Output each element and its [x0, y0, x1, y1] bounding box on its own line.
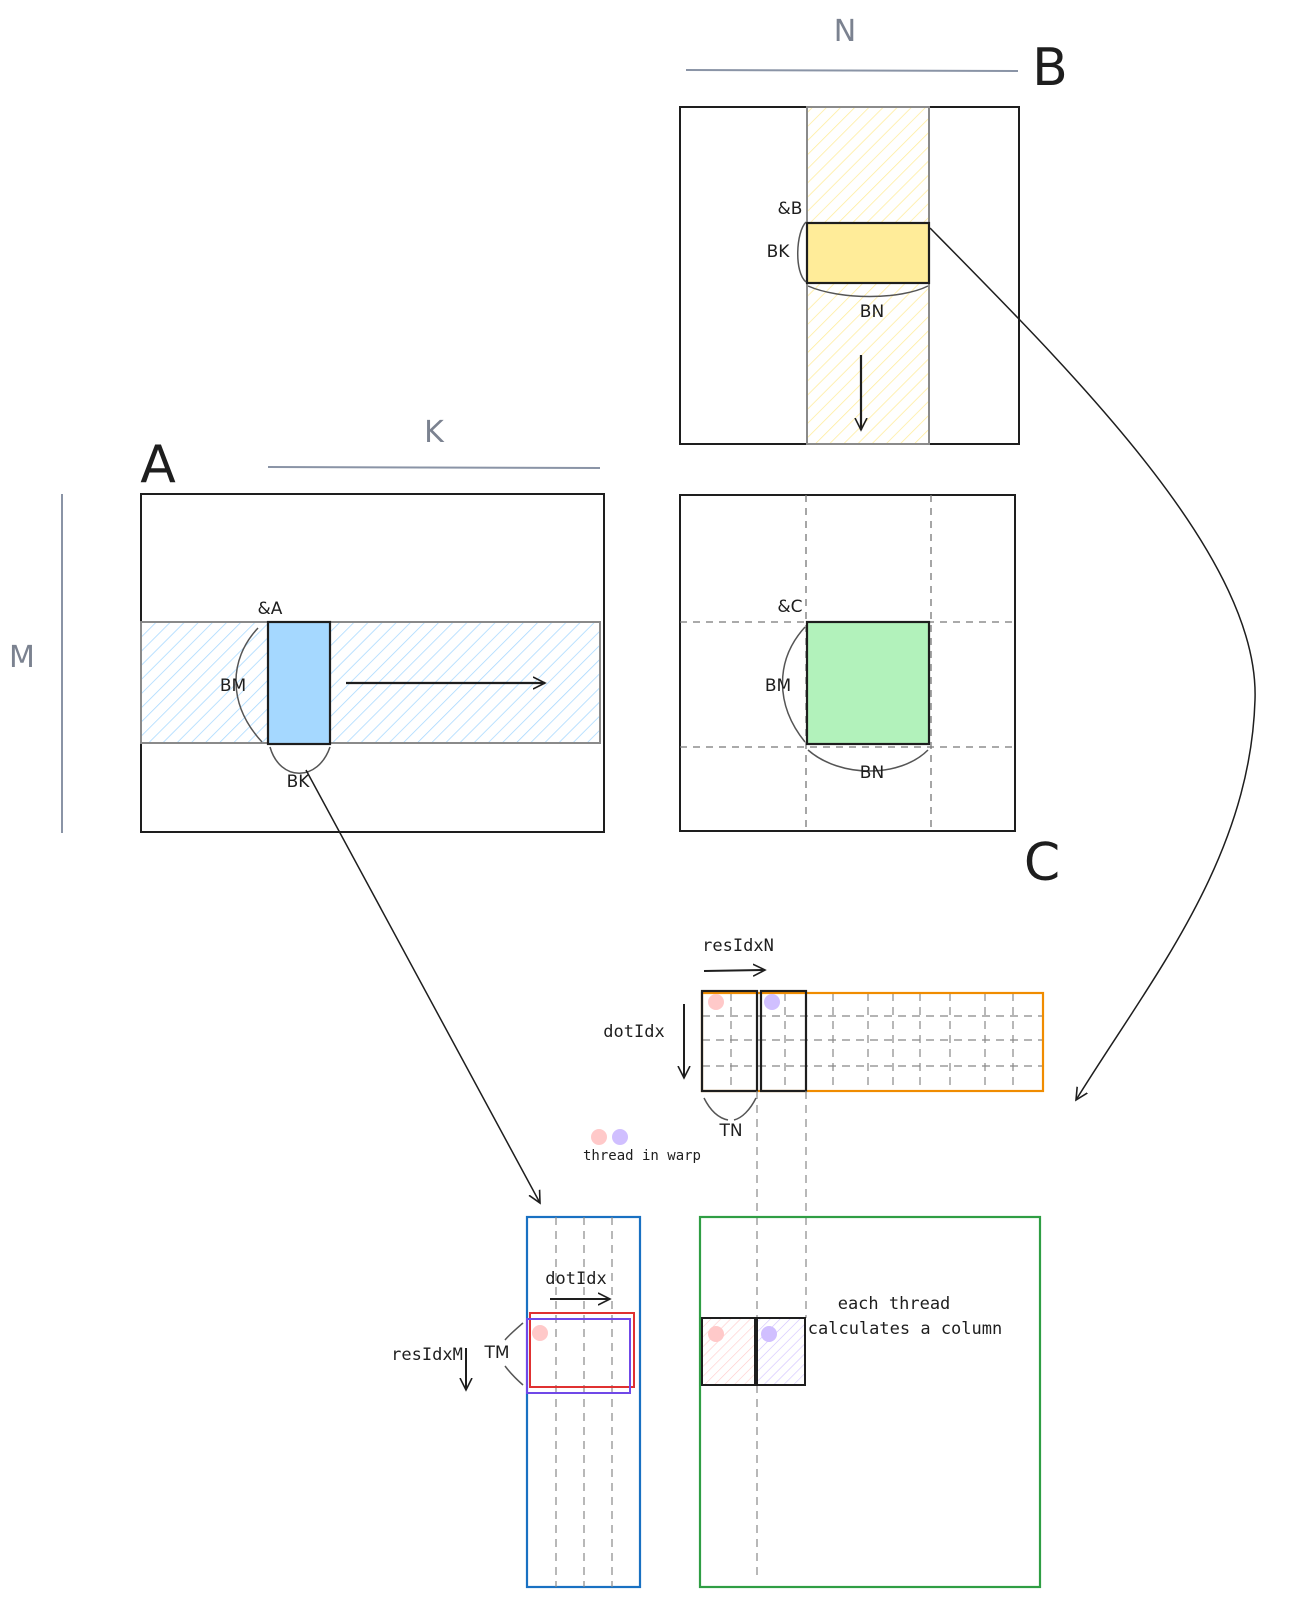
- tn-brace: [703, 1097, 757, 1121]
- a-bk-label: BK: [287, 772, 311, 792]
- dot-idx-a-label: dotIdx: [545, 1269, 606, 1289]
- thread-legend: thread in warp: [583, 1129, 701, 1164]
- note-line-1: each thread: [838, 1294, 951, 1314]
- b-bn-label: BN: [860, 302, 884, 322]
- dim-m-label: M: [9, 640, 35, 675]
- a-bm-brace: [235, 627, 263, 743]
- b-bk-label: BK: [767, 242, 791, 262]
- a-tile-to-detail-arrow: [305, 769, 540, 1203]
- legend-text: thread in warp: [583, 1148, 701, 1164]
- matrix-c: &C BM BN C: [679, 494, 1060, 893]
- b-detail-thread-col-2: [759, 989, 808, 1093]
- a-detail-thread-dot: [532, 1325, 548, 1341]
- b-detail-thread-col-1: [700, 989, 759, 1093]
- matrix-a: K A M &A BM BK: [9, 415, 605, 833]
- c-bm-label: BM: [765, 676, 791, 696]
- dim-k-label: K: [424, 415, 445, 450]
- tm-label: TM: [483, 1343, 509, 1363]
- legend-dot-1: [591, 1129, 607, 1145]
- c-detail-outline: [698, 1215, 1042, 1589]
- c-detail-thread-col-1: [701, 1317, 756, 1386]
- res-idx-n-label: resIdxN: [702, 936, 774, 956]
- note-line-2: calculates a column: [808, 1319, 1002, 1339]
- a-tile-detail: dotIdx resIdxM TM: [391, 1215, 642, 1589]
- dim-n-line: [685, 69, 1019, 72]
- a-detail-thread-row-1: [529, 1312, 635, 1388]
- b-bn-brace: [807, 285, 929, 298]
- a-bm-label: BM: [220, 676, 246, 696]
- a-detail-thread-row-2: [526, 1318, 631, 1394]
- b-tile-detail: resIdxN dotIdx TN: [603, 936, 1045, 1141]
- b-detail-outline: [700, 991, 1045, 1093]
- dim-n-label: N: [834, 14, 856, 49]
- c-thread-dot-1: [708, 1326, 724, 1342]
- thread-dot-1: [708, 994, 724, 1010]
- c-thread-dot-2: [761, 1326, 777, 1342]
- tm-brace: [504, 1322, 524, 1386]
- b-tile: [805, 221, 931, 285]
- c-bm-brace: [781, 626, 806, 743]
- matrix-a-title: A: [140, 435, 176, 495]
- b-detail-grid: [702, 993, 1043, 1091]
- a-ptr-label: &A: [258, 599, 283, 619]
- b-tile-to-detail-arrow: [929, 227, 1256, 1100]
- dot-idx-b-label: dotIdx: [603, 1022, 664, 1042]
- matrix-b-title: B: [1032, 38, 1068, 98]
- c-bn-brace: [807, 749, 929, 772]
- b-ptr-label: &B: [778, 199, 803, 219]
- matrix-c-outline: [679, 494, 1016, 832]
- thread-dot-2: [764, 994, 780, 1010]
- matrix-b: N B &B BK BN: [679, 14, 1068, 445]
- c-tile-detail: each thread calculates a column: [698, 1215, 1042, 1589]
- dim-k-line: [267, 466, 601, 469]
- c-tile: [805, 620, 931, 746]
- legend-dot-2: [612, 1129, 628, 1145]
- c-ptr-label: &C: [777, 597, 802, 617]
- matrix-c-title: C: [1024, 833, 1060, 893]
- b-bk-brace: [797, 221, 807, 283]
- a-bk-brace: [269, 746, 331, 774]
- c-bn-label: BN: [860, 763, 884, 783]
- a-tile: [266, 620, 332, 746]
- res-idx-m-label: resIdxM: [391, 1345, 463, 1365]
- tn-label: TN: [718, 1121, 742, 1141]
- res-idx-n-arrow: [703, 970, 765, 971]
